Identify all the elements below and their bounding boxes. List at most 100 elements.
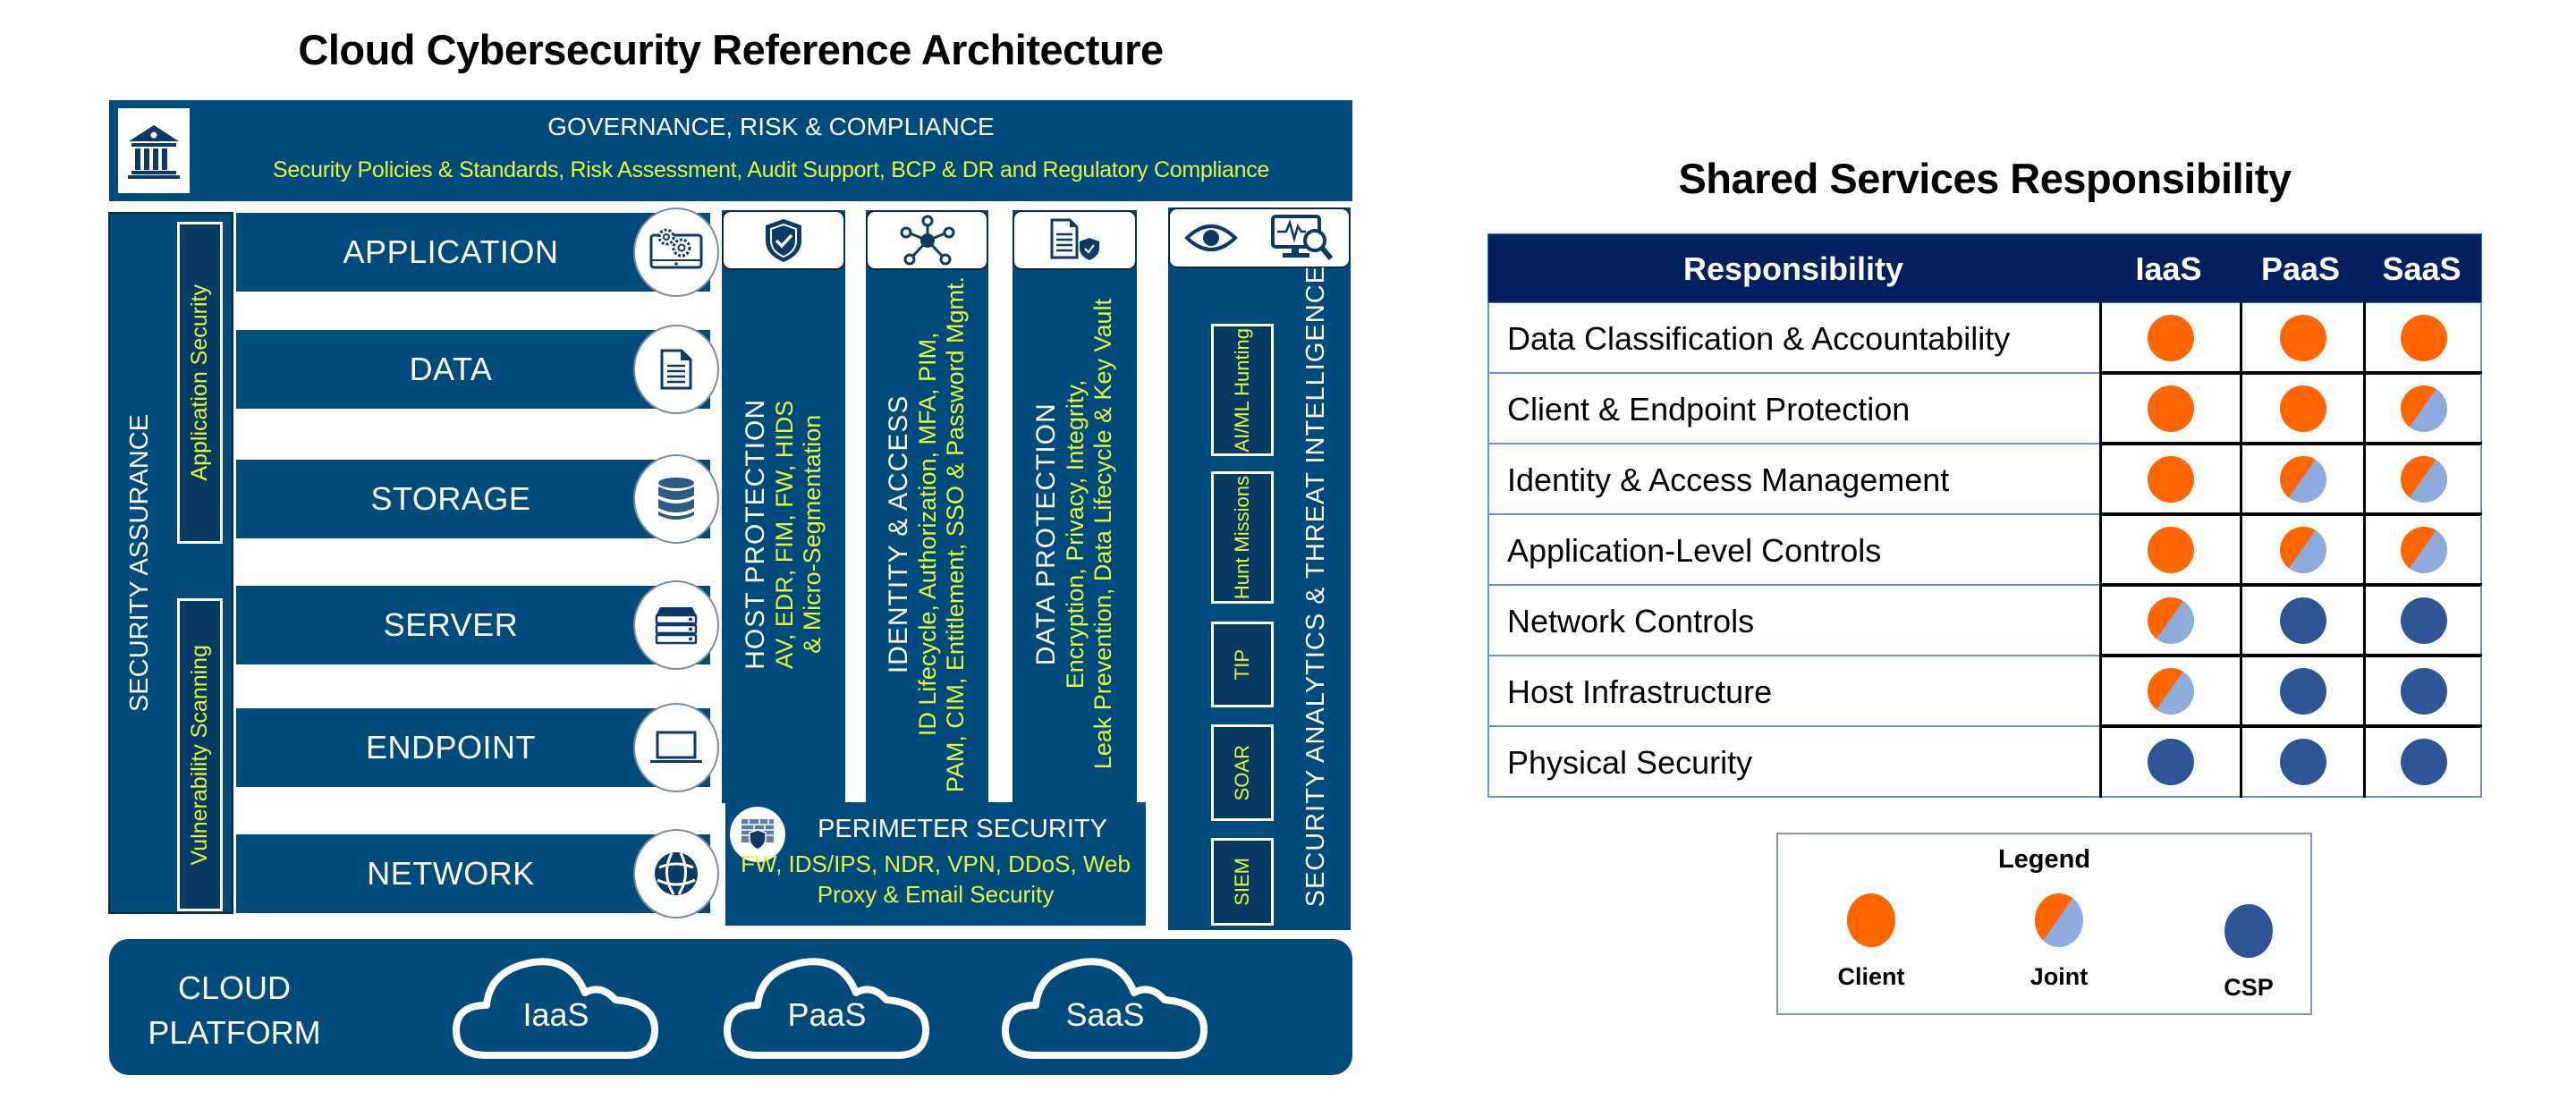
host-protection-text: HOST PROTECTION AV, EDR, FIM, FW, HIDS &…: [722, 275, 845, 794]
firewall-icon: [741, 819, 774, 850]
csp-dot-icon: [2279, 597, 2326, 644]
data-protection-title: DATA PROTECTION: [1031, 402, 1062, 666]
responsibility-cell: [2099, 302, 2240, 374]
layer-endpoint: ENDPOINT: [236, 703, 719, 792]
table-row: Data Classification & Accountability: [1487, 302, 2482, 375]
row-divider: [2099, 512, 2482, 516]
responsibility-cell: [2363, 726, 2482, 798]
client-dot-icon: [2279, 385, 2326, 432]
client-dot-icon: [2148, 527, 2194, 573]
joint-dot-icon: [2401, 456, 2447, 503]
responsibility-cell: [2363, 444, 2482, 515]
layer-storage: STORAGE: [236, 454, 719, 544]
responsibility-cell: [2099, 656, 2240, 727]
vulnerability-scanning-label: Vulnerability Scanning: [187, 644, 212, 866]
client-dot-icon: [2401, 315, 2447, 361]
host-protection-icon-box: [722, 210, 845, 270]
table-row: Identity & Access Management: [1487, 444, 2482, 516]
host-protection-title: HOST PROTECTION: [740, 399, 770, 670]
csp-dot-icon: [2279, 739, 2326, 785]
vulnerability-scanning-box: Vulnerability Scanning: [177, 598, 223, 911]
table-row: Physical Security: [1487, 726, 2482, 798]
row-divider: [2099, 583, 2482, 587]
cloud-service-label: PaaS: [787, 996, 867, 1033]
client-dot-icon: [2148, 385, 2194, 432]
responsibility-cell: [2363, 373, 2482, 444]
table-row: Client & Endpoint Protection: [1487, 373, 2482, 445]
layer-label: NETWORK: [367, 855, 535, 892]
layer-label: APPLICATION: [343, 233, 559, 270]
data-protection-column: DATA PROTECTION Encryption, Privacy, Int…: [1013, 210, 1137, 803]
responsibility-cell: [2240, 656, 2363, 727]
laptop-icon: [650, 731, 702, 763]
document-icon: [660, 349, 692, 390]
table-header: Responsibility IaaS PaaS SaaS: [1487, 233, 2482, 303]
joint-dot-icon: [2148, 597, 2194, 644]
csp-dot-icon: [2279, 668, 2326, 715]
server-icon: [655, 607, 698, 645]
legend-item-joint: Joint: [1987, 893, 2131, 991]
header-paas: PaaS: [2260, 250, 2341, 287]
perimeter-desc-line2: Proxy & Email Security: [817, 880, 1055, 908]
ti-item-siem: SIEM: [1211, 838, 1274, 926]
csp-dot-icon: [2401, 597, 2447, 644]
responsibility-cell: [2363, 585, 2482, 656]
perimeter-security-title: PERIMETER SECURITY: [818, 815, 1107, 843]
database-icon: [658, 478, 694, 520]
ti-item-tip: TIP: [1211, 622, 1274, 707]
row-label: Physical Security: [1507, 743, 1753, 781]
cloud-icon: [453, 958, 659, 1059]
responsibility-cell: [2099, 585, 2240, 656]
layer-icon-circle: [633, 703, 719, 792]
perimeter-security-box: PERIMETER SECURITY FW, IDS/IPS, NDR, VPN…: [725, 802, 1146, 926]
identity-access-text: IDENTITY & ACCESS ID Lifecycle, Authoriz…: [866, 275, 988, 794]
architecture-title: Cloud Cybersecurity Reference Architectu…: [298, 26, 1164, 73]
governance-banner: GOVERNANCE, RISK & COMPLIANCE Security P…: [109, 100, 1352, 201]
layer-icon-circle: [633, 207, 719, 297]
eye-icon: [1184, 224, 1238, 251]
responsibility-cell: [2240, 585, 2363, 656]
application-security-label: Application Security: [187, 284, 212, 481]
legend-item-client: Client: [1800, 893, 1943, 991]
joint-dot-icon: [2035, 893, 2083, 947]
legend-title: Legend: [1997, 845, 2091, 874]
responsibility-table: Responsibility IaaS PaaS SaaS Data Class…: [1487, 233, 2482, 798]
threat-intelligence-icon-box: [1168, 207, 1351, 268]
perimeter-desc-line1: FW, IDS/IPS, NDR, VPN, DDoS, Web: [741, 850, 1131, 877]
cloud-service-label: IaaS: [522, 996, 589, 1033]
host-protection-column: HOST PROTECTION AV, EDR, FIM, FW, HIDS &…: [722, 210, 845, 803]
row-divider: [2099, 724, 2482, 728]
responsibility-cell: [2240, 726, 2363, 798]
csp-dot-icon: [2401, 668, 2447, 715]
layer-server: SERVER: [236, 580, 719, 670]
layer-icon-circle: [633, 829, 719, 918]
responsibility-cell: [2099, 514, 2240, 586]
csp-dot-icon: [2224, 904, 2273, 958]
layer-icon-circle: [633, 325, 719, 414]
data-protection-icon-box: [1013, 210, 1137, 270]
bank-icon: [128, 124, 180, 179]
host-protection-desc-line1: AV, EDR, FIM, FW, HIDS: [770, 400, 798, 669]
client-dot-icon: [2148, 315, 2194, 361]
threat-intelligence-title-wrap: SECURITY ANALYTICS & THREAT INTELLIGENCE: [1293, 266, 1338, 907]
joint-dot-icon: [2279, 527, 2326, 573]
row-label: Application-Level Controls: [1507, 531, 1882, 569]
ti-item-label: SIEM: [1231, 858, 1254, 906]
layer-icon-circle: [633, 454, 719, 544]
cloud-platform-label-line1: CLOUD: [177, 969, 292, 1006]
layer-data: DATA: [236, 325, 719, 414]
security-assurance-label-wrap: SECURITY ASSURANCE: [117, 214, 162, 912]
responsibility-cell: [2363, 514, 2482, 586]
responsibility-cell: [2363, 656, 2482, 727]
row-divider: [2099, 442, 2482, 445]
responsibility-cell: [2099, 726, 2240, 798]
perimeter-icon-circle: [730, 807, 785, 862]
legend-label: CSP: [2224, 974, 2274, 1001]
header-responsibility: Responsibility: [1682, 250, 1904, 287]
table-row: Application-Level Controls: [1487, 514, 2482, 587]
identity-access-icon-box: [866, 210, 988, 270]
row-label: Host Infrastructure: [1507, 673, 1773, 710]
cloud-iaas: IaaS: [451, 950, 661, 1066]
layer-label: SERVER: [383, 606, 519, 643]
